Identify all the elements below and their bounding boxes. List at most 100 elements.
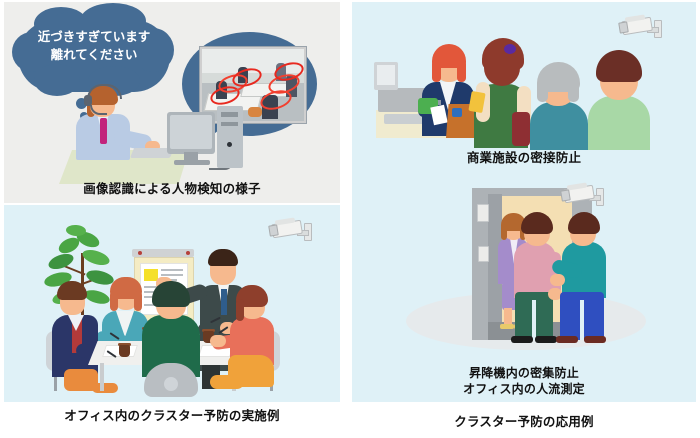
pc-tower-drive [221, 112, 238, 117]
photo-person [216, 81, 227, 99]
table-leg [100, 363, 104, 391]
woman-blouse [510, 238, 518, 264]
man-teal-shoe [584, 336, 606, 343]
attendee-coral-hair-side [236, 299, 244, 321]
attendee-coral-leg [210, 375, 244, 389]
camera-lens [268, 224, 279, 237]
cash-register-display [377, 65, 395, 85]
camera-lens [560, 189, 571, 202]
coffee-cup [119, 345, 130, 357]
elevator-scene-layer [352, 180, 696, 360]
customer-green-hair [482, 38, 524, 70]
coffee-cup-lid [202, 329, 215, 332]
surveillance-camera-icon [618, 14, 662, 42]
caption-right-group: クラスター予防の応用例 [454, 415, 594, 429]
photo-wall [202, 49, 304, 75]
attendee-green-hair [152, 281, 190, 307]
photo-person [238, 67, 248, 83]
woman-hair-side [501, 224, 507, 240]
trouser-split [532, 300, 536, 340]
caption-shop: 商業施設の密接防止 [466, 151, 582, 165]
man-pink-shoe [535, 336, 557, 343]
handbag [512, 112, 530, 146]
man-pink-hand [548, 288, 562, 300]
caption-detection: 画像認識による人物検知の様子 [83, 182, 261, 196]
operator-hand [145, 141, 160, 152]
coffee-cup-lid [118, 343, 131, 346]
attendee-navy-leg [64, 369, 98, 391]
customer-lightgreen-hair [596, 50, 642, 82]
presenter-tie [221, 289, 227, 315]
cashier-hair-side [457, 60, 466, 82]
pc-tower-drive [221, 122, 238, 126]
shop-scene-layer [352, 2, 696, 150]
photo-person [248, 107, 262, 117]
bag-item [452, 108, 462, 117]
chair-leg [54, 369, 57, 391]
photo-wall-band [202, 73, 304, 83]
panel-detection: 近づきすぎています 離れてください [4, 2, 340, 203]
whiteboard-highlight-block [144, 269, 158, 281]
thought-dot-large [76, 98, 87, 109]
attendee-navy-hair [57, 281, 87, 300]
plant-leaf [80, 246, 112, 269]
caption-elevator: 昇降機内の密集防止 オフィス内の人流測定 [352, 366, 696, 398]
elevator-door-panel [488, 194, 502, 340]
caption-office-meeting: オフィス内のクラスター予防の実施例 [64, 409, 280, 423]
headset-earpiece-icon [84, 95, 92, 106]
man-teal-shoe [556, 336, 578, 343]
whiteboard-line [161, 269, 183, 271]
man-pink-hair [521, 212, 553, 234]
customer-lightgreen-body [588, 96, 650, 150]
monitor-screen [170, 115, 212, 149]
presenter-hair [208, 249, 238, 266]
camera-lens [618, 21, 629, 34]
attendee-coral-hand [210, 335, 226, 347]
man-teal-hand [550, 274, 565, 286]
customer-teal-hair-side [568, 80, 579, 102]
trouser-split [580, 300, 584, 340]
caption-elevator-line-2: オフィス内の人流測定 [463, 381, 585, 396]
cash-register-keypad [384, 114, 432, 124]
detection-scene: 近づきすぎています 離れてください [4, 2, 340, 203]
photo-person [262, 95, 278, 119]
thought-bubble-lobe [34, 64, 80, 96]
woman-leg [504, 308, 512, 326]
chair-knob [164, 377, 178, 391]
attendee-teal-hair-side [134, 291, 142, 311]
photo-person [286, 75, 297, 97]
thought-bubble-text: 近づきすぎています 離れてください [18, 28, 170, 64]
whiteboard-pin [138, 251, 142, 255]
whiteboard-rail [132, 249, 194, 257]
office-scene-layer [4, 205, 340, 402]
customer-teal-body [530, 102, 588, 150]
plant-leaf [82, 287, 112, 307]
man-teal-hair [568, 212, 600, 234]
attendee-navy-foot [92, 383, 118, 393]
monitor-stand [184, 152, 198, 162]
elevator-call-button-panel [478, 246, 489, 262]
elevator-indicator-panel [477, 204, 489, 222]
whiteboard-line [161, 274, 183, 276]
surveillance-camera-icon [560, 182, 604, 210]
woman-hair [501, 213, 526, 231]
hair-clip [504, 44, 516, 54]
surveillance-camera-icon [268, 217, 312, 245]
woman-shoe [500, 324, 514, 329]
caption-elevator-line-1: 昇降機内の密集防止 [469, 366, 579, 380]
thought-bubble-lobe [48, 12, 94, 42]
attendee-coral-hair [236, 285, 268, 307]
thought-line-2: 離れてください [50, 48, 138, 63]
attendee-navy-tie [72, 317, 82, 353]
photo-person [276, 63, 286, 81]
pc-tower-led [227, 142, 232, 147]
thought-line-1: 近づきすぎています [37, 30, 151, 44]
headset-mic-icon [90, 105, 107, 115]
customer-teal-hair-side [537, 80, 548, 102]
cashier-hair-side [432, 60, 441, 82]
attendee-teal-hair-side [110, 291, 118, 311]
operator-tie [100, 118, 107, 144]
coffee-cup [203, 331, 214, 343]
whiteboard-pin [186, 251, 190, 255]
